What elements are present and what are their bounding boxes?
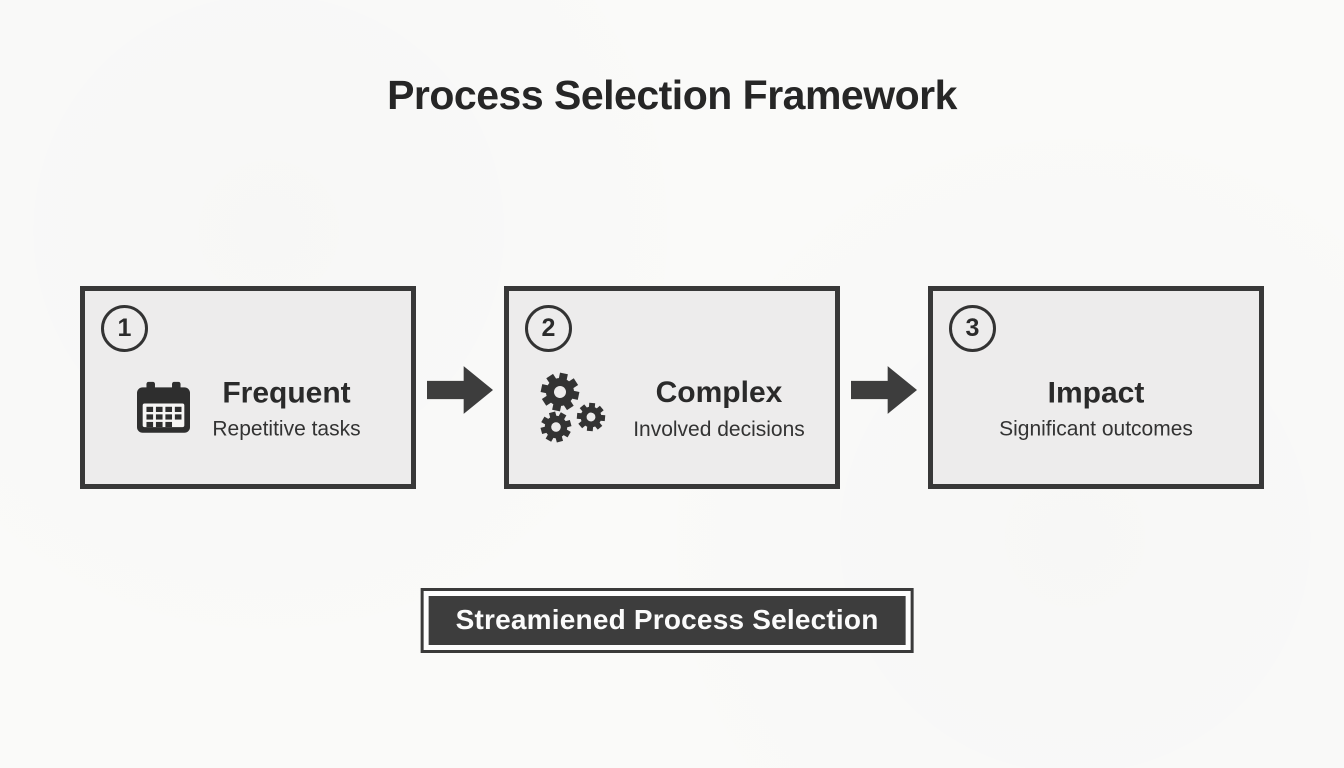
step-subtitle: Involved decisions <box>633 417 805 441</box>
step-number-badge: 2 <box>525 305 572 352</box>
step-subtitle: Repetitive tasks <box>212 417 361 441</box>
step-subtitle: Significant outcomes <box>999 417 1193 441</box>
flow-connector <box>416 362 504 418</box>
arrow-right-icon <box>427 362 493 418</box>
step-box-complex: 2 <box>504 286 840 489</box>
step-number-badge: 3 <box>949 305 996 352</box>
calendar-icon <box>135 382 192 435</box>
step-title: Complex <box>655 376 783 410</box>
step-box-impact: 3 Impact Significant outcomes <box>928 286 1264 489</box>
gears-icon <box>535 368 613 448</box>
result-banner-label: Streamiened Process Selection <box>428 596 906 645</box>
page-title: Process Selection Framework <box>387 72 957 118</box>
flow-connector <box>840 362 928 418</box>
step-title: Impact <box>1047 376 1145 410</box>
step-title: Frequent <box>222 376 351 410</box>
process-flow-row: 1 Frequent <box>0 286 1344 489</box>
step-box-frequent: 1 Frequent <box>80 286 416 489</box>
arrow-right-icon <box>851 362 917 418</box>
step-number-badge: 1 <box>101 305 148 352</box>
result-banner: Streamiened Process Selection <box>420 588 914 653</box>
